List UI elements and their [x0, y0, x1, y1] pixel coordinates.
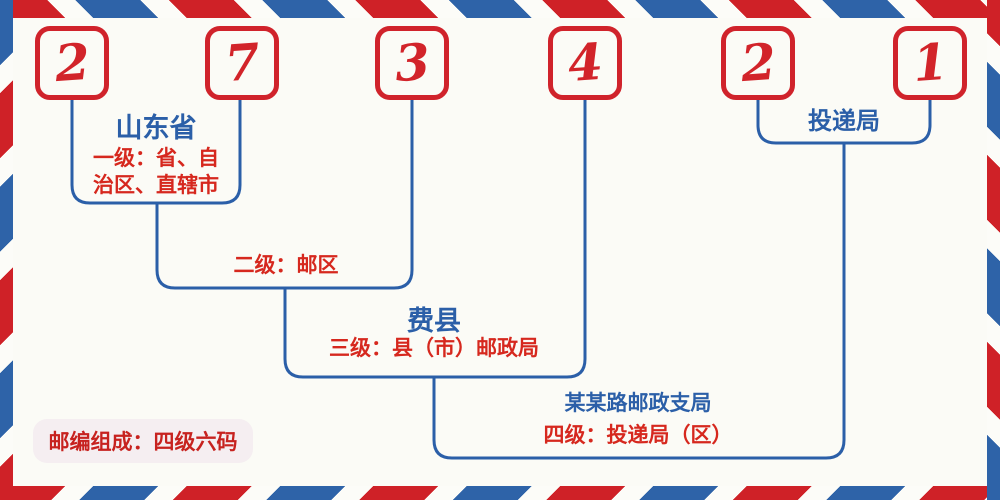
bracket-level4 — [432, 143, 846, 460]
level1-description-label: 一级：省、自 治区、直辖市 — [93, 145, 219, 199]
postal-digit: 2 — [738, 31, 778, 94]
postal-digit-box-3: 3 — [375, 26, 449, 100]
airmail-stripe-border-top — [0, 0, 1000, 18]
postal-digit-box-4: 4 — [548, 26, 622, 100]
postal-digit: 1 — [910, 31, 950, 94]
postal-digit: 4 — [565, 31, 605, 94]
level3-place-label: 费县 — [407, 306, 461, 336]
postal-digit: 2 — [52, 31, 92, 94]
airmail-stripe-border-left — [0, 0, 13, 500]
level4-description-label: 四级：投递局（区） — [543, 424, 733, 447]
postal-digit-box-1: 2 — [35, 26, 109, 100]
airmail-stripe-border-bottom — [0, 486, 1000, 500]
level1-place-label: 山东省 — [115, 113, 197, 143]
delivery-office-label: 投递局 — [808, 108, 880, 135]
level1-description-line2: 治区、直辖市 — [93, 174, 219, 197]
airmail-stripe-border-right — [987, 0, 1000, 500]
postal-digit-box-5: 2 — [721, 26, 795, 100]
postal-code-composition-badge: 邮编组成：四级六码 — [33, 419, 253, 463]
bracket-delivery-office — [756, 97, 932, 145]
postal-digit-box-6: 1 — [893, 26, 967, 100]
level2-description-label: 二级：邮区 — [233, 254, 339, 277]
postal-digit-box-2: 7 — [205, 26, 279, 100]
level3-description-label: 三级：县（市）邮政局 — [329, 337, 539, 360]
level1-description-line1: 一级：省、自 — [93, 147, 219, 170]
postal-digit: 7 — [222, 31, 262, 94]
level4-place-label: 某某路邮政支局 — [564, 392, 712, 415]
diagram-panel — [13, 18, 987, 486]
badge-label: 邮编组成：四级六码 — [48, 431, 238, 454]
postal-digit: 3 — [392, 31, 432, 94]
